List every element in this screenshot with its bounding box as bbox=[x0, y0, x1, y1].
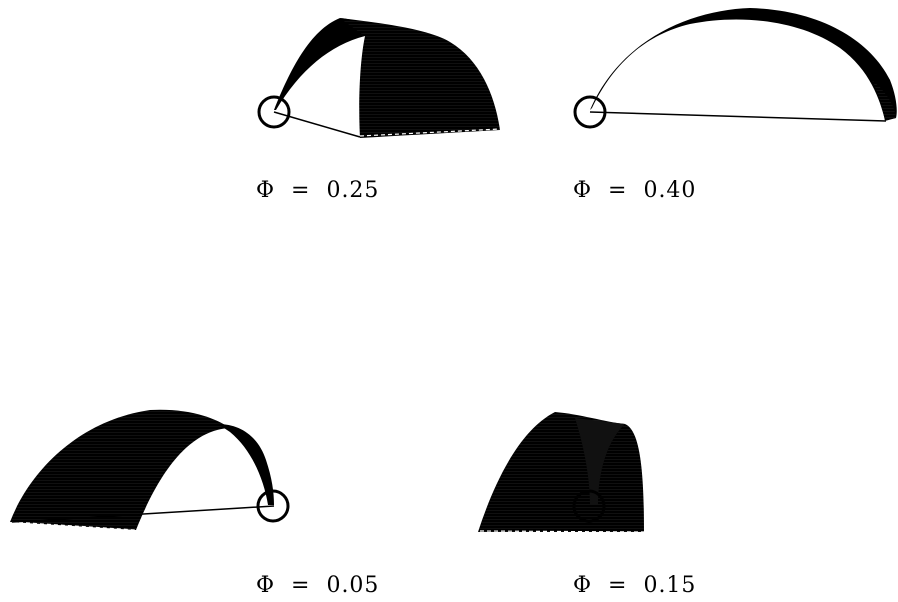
arch-band bbox=[218, 424, 274, 505]
panel-phi-015-shape bbox=[478, 412, 645, 533]
base-dash bbox=[359, 128, 501, 137]
chord-line bbox=[589, 111, 887, 122]
phi-label-025: Φ = 0.25 bbox=[256, 178, 380, 203]
panel-phi-025-shape bbox=[257, 18, 501, 138]
arch-sheet bbox=[872, 80, 896, 121]
chord-line bbox=[273, 111, 361, 138]
chord-line bbox=[11, 505, 275, 523]
arch-fold bbox=[575, 418, 625, 505]
hub-circle bbox=[572, 489, 606, 523]
arch-sheet bbox=[10, 409, 230, 530]
arch-sheet bbox=[340, 18, 500, 138]
hub-circle bbox=[256, 489, 290, 523]
arch-band bbox=[274, 18, 368, 110]
phi-label-015: Φ = 0.15 bbox=[573, 573, 697, 598]
hub-circle bbox=[573, 95, 607, 129]
panel-phi-040-shape bbox=[573, 8, 897, 129]
base-dash bbox=[479, 530, 645, 533]
hub-circle bbox=[257, 95, 291, 129]
phi-label-005: Φ = 0.05 bbox=[256, 573, 380, 598]
phi-label-040: Φ = 0.40 bbox=[573, 178, 697, 203]
arch-band bbox=[590, 8, 897, 120]
panel-phi-005-shape bbox=[10, 409, 290, 531]
